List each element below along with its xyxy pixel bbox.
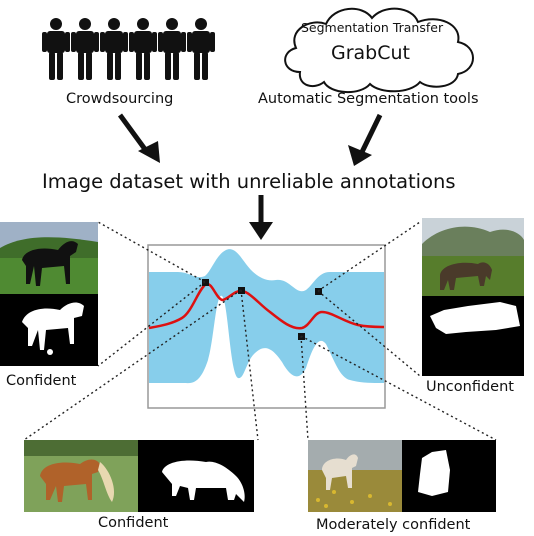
left-mask	[0, 294, 98, 366]
mean-curve	[148, 282, 385, 330]
bottom-left-mask	[138, 440, 254, 512]
moderately-confident-label: Moderately confident	[316, 517, 471, 533]
cloud-subtitle: Segmentation Transfer	[301, 20, 444, 35]
right-photo	[422, 218, 524, 296]
left-confident-label: Confident	[6, 373, 77, 389]
right-mask	[422, 296, 524, 376]
cloud-shape	[284, 7, 474, 93]
left-photo	[0, 222, 98, 294]
dataset-label: Image dataset with unreliable annotation…	[42, 170, 456, 193]
bottom-right-mask	[402, 440, 496, 512]
bottom-left-photo	[24, 440, 138, 512]
unconfident-label: Unconfident	[426, 379, 514, 395]
marker-left-confident	[202, 279, 209, 286]
arrow-crowd-to-dataset	[117, 113, 160, 163]
automatic-tools-label: Automatic Segmentation tools	[258, 91, 479, 107]
bottom-confident-label: Confident	[98, 515, 169, 531]
crowd-icon	[42, 18, 215, 80]
arrow-tools-to-dataset	[348, 113, 383, 166]
crowdsourcing-label: Crowdsourcing	[66, 91, 174, 107]
cloud-title: GrabCut	[331, 42, 410, 64]
arrow-dataset-to-plot	[249, 195, 273, 240]
dotted-connectors	[23, 221, 497, 441]
bottom-right-photo	[308, 440, 402, 512]
